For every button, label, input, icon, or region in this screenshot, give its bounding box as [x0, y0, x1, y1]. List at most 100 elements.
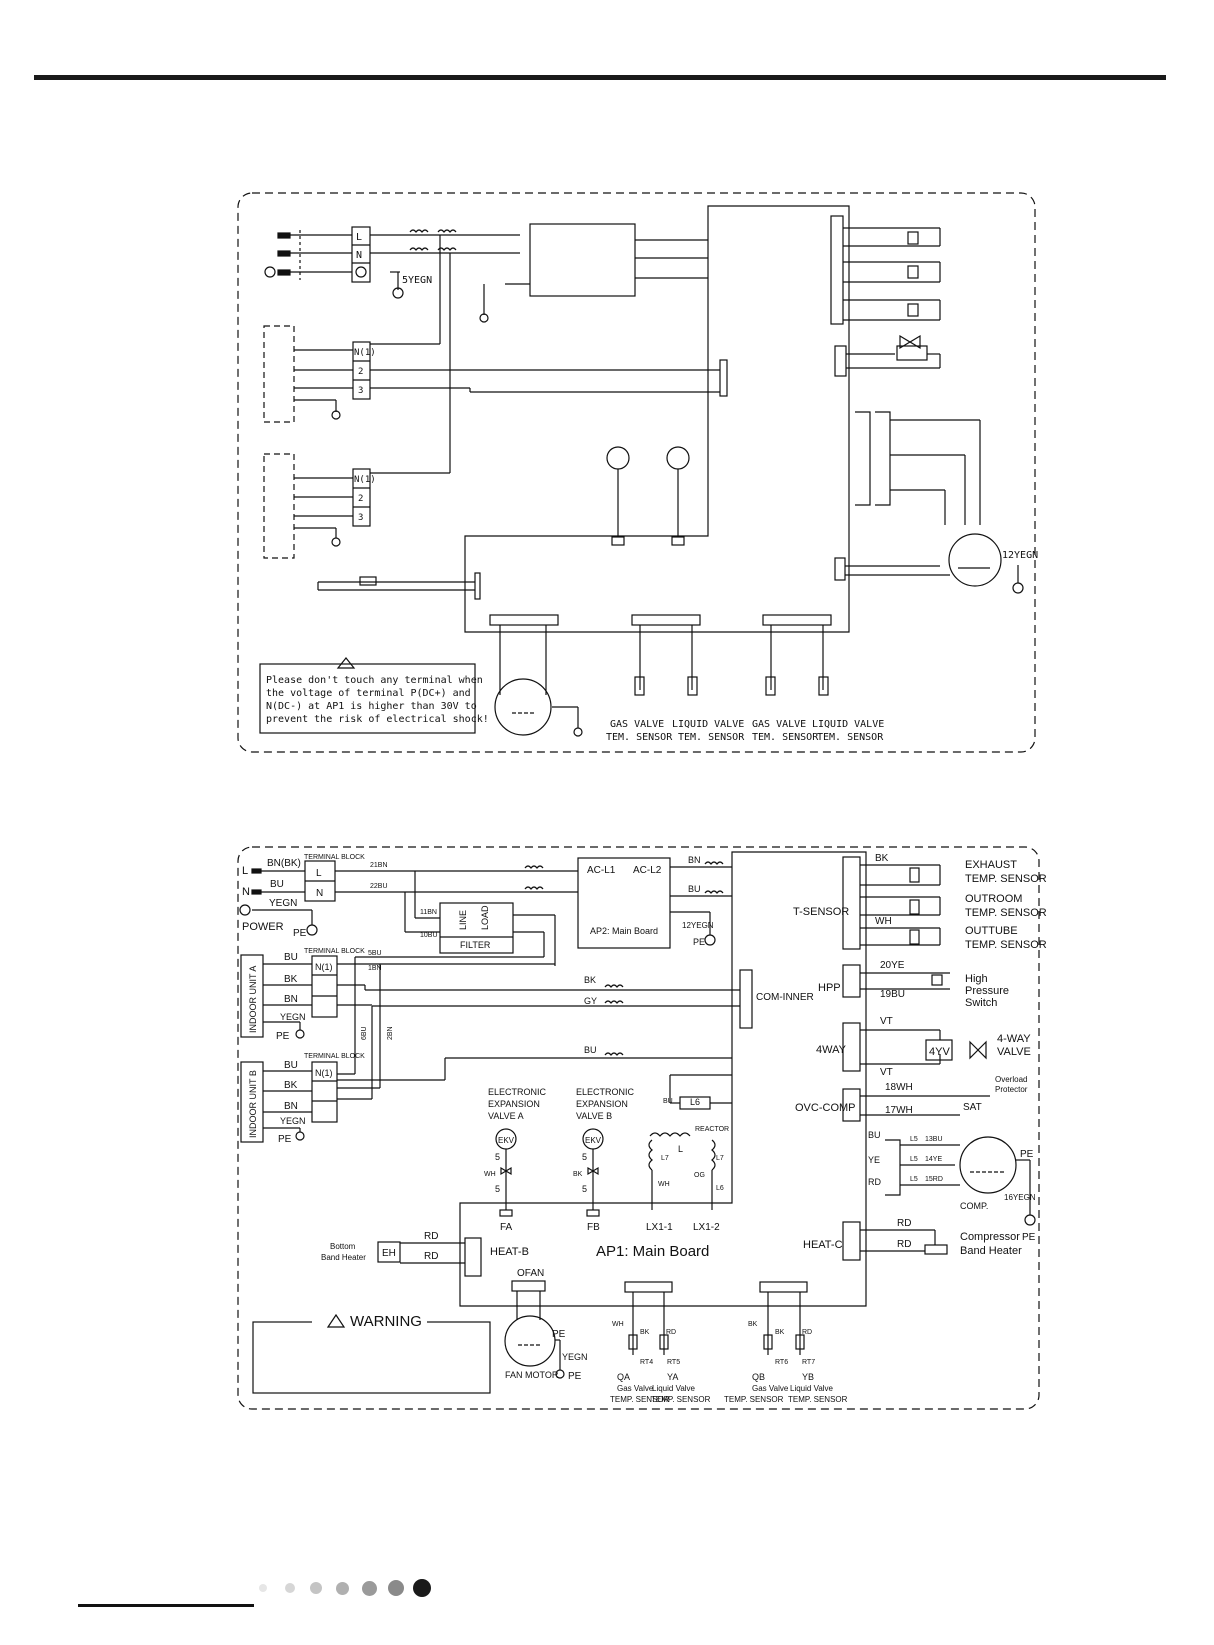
indoor-a-bu: BU	[284, 952, 298, 963]
ofan-label: OFAN	[517, 1268, 544, 1279]
heat-b-label: HEAT-B	[490, 1246, 529, 1258]
compressor-icon	[959, 1136, 1017, 1194]
indoor-unit-a	[240, 954, 264, 1038]
com-inner-label: COM-INNER	[756, 992, 814, 1003]
wire-10bu: 10BU	[420, 932, 438, 939]
bs1-g2: TEMP. SENSOR	[610, 1395, 670, 1404]
reactor-name: REACTOR	[695, 1126, 729, 1133]
ap1-label: AP1: Main Board	[596, 1243, 709, 1260]
bs2-w3: RD	[802, 1329, 812, 1336]
indoor-unit-b	[240, 1061, 264, 1143]
bs2-g1: Gas Valve	[752, 1384, 789, 1393]
warning-line-3: N(DC-) at AP1 is higher than 30V to	[266, 701, 477, 712]
ekv-a-3: VALVE A	[488, 1111, 524, 1121]
bs1-g1: Gas Valve	[617, 1384, 654, 1393]
sensor-wire-bk: BK	[875, 853, 889, 864]
comp-rd: RD	[868, 1177, 881, 1187]
com-bu: BU	[584, 1045, 597, 1055]
bs2-q: QB	[752, 1372, 765, 1382]
warning-box-2	[252, 1321, 491, 1394]
sensor-connector	[830, 215, 844, 325]
wire-pe-label: YEGN	[269, 898, 297, 909]
page-dot	[336, 1581, 349, 1595]
com-gy: GY	[584, 996, 597, 1006]
ground-wire-label: 5YEGN	[402, 275, 432, 286]
bs1-rt1: RT4	[640, 1359, 653, 1366]
diagram-1-border	[237, 192, 1036, 753]
page-dot	[413, 1579, 431, 1597]
reactor-l6: L6	[690, 1097, 700, 1107]
comp-w1: 13BU	[925, 1136, 943, 1143]
bs2-w1: BK	[748, 1321, 758, 1328]
fa-label: FA	[500, 1222, 513, 1233]
comp-l5-2: L5	[910, 1156, 918, 1163]
ekv-b-1: ELECTRONIC	[576, 1087, 635, 1097]
indoor-b-bk: BK	[284, 1080, 298, 1091]
warning-line-4: prevent the risk of electrical shock!	[266, 714, 489, 725]
diagram-2-border	[237, 846, 1040, 1410]
4way-name-2: VALVE	[997, 1046, 1031, 1058]
indoor-b-bn: BN	[284, 1101, 298, 1112]
warning-title: WARNING	[350, 1313, 422, 1330]
compressor-icon	[948, 533, 1002, 587]
sensor-label-3: GAS VALVE	[752, 719, 806, 730]
page-dot	[361, 1580, 377, 1596]
sensor-label-3b: TEM. SENSOR	[752, 732, 819, 743]
eh-label: EH	[382, 1248, 396, 1259]
indoor-a-yegn: YEGN	[280, 1012, 306, 1022]
footer-rule	[78, 1604, 254, 1607]
warning-icon	[336, 657, 356, 669]
reactor-og: OG	[694, 1172, 705, 1179]
indoor-a-bn: BN	[284, 994, 298, 1005]
comp-w2: 14YE	[925, 1156, 942, 1163]
terminal-n-label: N	[356, 250, 362, 261]
tb-b-n1: N(1)	[315, 1068, 333, 1078]
terminal-block-top: L N 5YEGN	[351, 226, 520, 299]
indoor-a-label: INDOOR UNIT A	[248, 966, 258, 1033]
heat-b-rd-1: RD	[424, 1231, 438, 1242]
bs1-w1: WH	[612, 1321, 624, 1328]
ekv-b-5b: 5	[582, 1184, 587, 1194]
ekv-b-2: EXPANSION	[576, 1099, 628, 1109]
wire-22bu: 22BU	[370, 883, 388, 890]
filter-box	[529, 223, 636, 297]
outroom-label-2: TEMP. SENSOR	[965, 907, 1047, 919]
4yv-label: 4YV	[929, 1046, 950, 1058]
ekv-a-icon	[606, 446, 630, 470]
bs1-w2: BK	[640, 1329, 650, 1336]
bs2-y: YB	[802, 1372, 814, 1382]
ap2-board	[577, 857, 671, 949]
ground-icon	[239, 904, 251, 916]
compressor-ground-label: 12YEGN	[1002, 550, 1038, 561]
reactor-l7-a: L7	[661, 1155, 669, 1162]
bs2-rt2: RT7	[802, 1359, 815, 1366]
ap2-bu: BU	[688, 884, 701, 894]
sensor-label-2: LIQUID VALVE	[672, 719, 744, 730]
outtube-label: OUTTUBE	[965, 925, 1018, 937]
ekv-a-5a: 5	[495, 1152, 500, 1162]
ekv-b-label: EKV	[585, 1136, 602, 1145]
heat-c-rd-2: RD	[897, 1239, 911, 1250]
ap2-ground-label: 12YEGN	[682, 921, 714, 930]
overload-1: Overload	[995, 1075, 1027, 1084]
filter-label: FILTER	[460, 940, 491, 950]
tb-a-n1: N(1)	[315, 962, 333, 972]
bs2-l1: Liquid Valve	[790, 1384, 834, 1393]
warning-line-2: the voltage of terminal P(DC+) and	[266, 688, 471, 699]
indoor-b-yegn: YEGN	[280, 1116, 306, 1126]
4way-name-1: 4-WAY	[997, 1033, 1031, 1045]
page-dot	[310, 1582, 322, 1594]
page-dot	[259, 1584, 267, 1592]
comp-l5-3: L5	[910, 1176, 918, 1183]
fan-pe-1: PE	[552, 1329, 566, 1340]
ground-icon	[392, 287, 404, 299]
reactor-wh: WH	[658, 1181, 670, 1188]
ekv-a-label: EKV	[498, 1136, 515, 1145]
ekv-a-5b: 5	[495, 1184, 500, 1194]
power-input	[264, 230, 352, 280]
tb-n-label: N	[316, 888, 323, 899]
bs2-l2: TEMP. SENSOR	[788, 1395, 848, 1404]
ekv-a-wh: WH	[484, 1171, 496, 1178]
sensor-label-1b: TEM. SENSOR	[606, 732, 673, 743]
lx1-label: LX1-1	[646, 1222, 673, 1233]
